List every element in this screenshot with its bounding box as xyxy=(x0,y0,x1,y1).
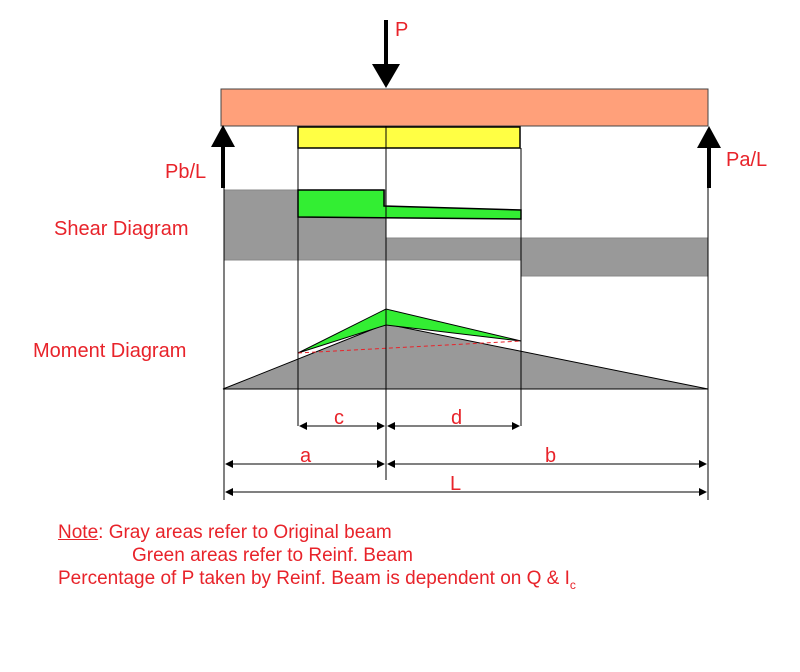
note-line-3-subscript: c xyxy=(569,577,576,592)
load-label: P xyxy=(395,19,408,41)
moment-diagram-label: Moment Diagram xyxy=(33,340,186,362)
moment-dashed-line xyxy=(297,340,522,354)
reinforcement-plate xyxy=(297,126,521,149)
dimension-c-label: c xyxy=(334,407,344,429)
note-line-2: Green areas refer to Reinf. Beam xyxy=(132,545,413,566)
dimension-L-label: L xyxy=(450,473,461,495)
reference-lines xyxy=(223,126,709,500)
note-heading: Note xyxy=(58,522,99,543)
dimension-a-label: a xyxy=(300,445,312,467)
note-line-3: Percentage of P taken by Reinf. Beam is … xyxy=(58,567,576,597)
moment-original-area xyxy=(222,323,709,390)
shear-reinforced-area xyxy=(297,189,522,220)
dimension-d-label: d xyxy=(451,407,462,429)
dimension-lines xyxy=(225,422,707,496)
note-line-3-text: Percentage of P taken by Reinf. Beam is … xyxy=(58,568,570,589)
left-reaction-label: Pb/L xyxy=(165,161,206,183)
shear-original-area xyxy=(223,189,709,277)
shear-diagram-label: Shear Diagram xyxy=(54,218,189,240)
dimension-b-label: b xyxy=(545,445,556,467)
note-line-1: Note: Gray areas refer to Original beam xyxy=(58,521,576,544)
left-reaction-arrow xyxy=(211,125,235,188)
main-beam xyxy=(220,88,709,127)
right-reaction-label: Pa/L xyxy=(726,149,767,171)
note-block: Note: Gray areas refer to Original beam … xyxy=(58,521,576,597)
note-line-1-text: : Gray areas refer to Original beam xyxy=(98,522,392,543)
right-reaction-arrow xyxy=(697,126,721,188)
load-arrow xyxy=(372,20,400,88)
